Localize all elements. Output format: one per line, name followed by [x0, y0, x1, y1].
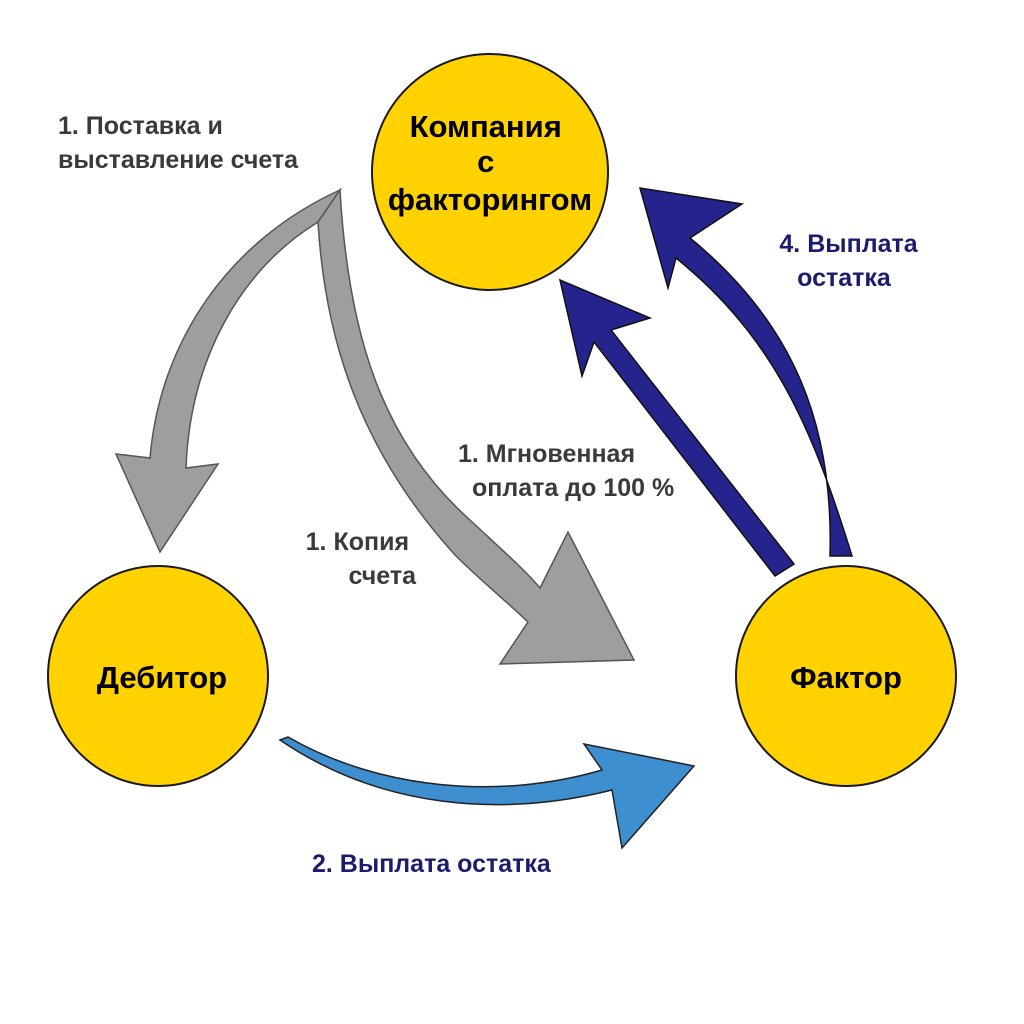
arrow-balance-to-company: [638, 187, 854, 557]
arrow-delivery-to-debtor: [114, 188, 343, 554]
label-instant-payment: 1. Мгновенная оплата до 100 %: [458, 440, 674, 502]
node-company-line-1: Компания: [410, 109, 562, 144]
node-factor-label: Фактор: [790, 660, 902, 695]
label-invoice-copy: 1. Копия счета: [306, 528, 417, 590]
node-company: Компания с факторингом: [371, 53, 609, 291]
label-balance-to-company: 4. Выплата остатка: [779, 230, 924, 292]
node-company-line-2: с: [477, 144, 494, 179]
label-delivery: 1. Поставка и выставление счета: [58, 112, 299, 174]
arrow-instant-payment: [558, 278, 796, 577]
arrow-balance-to-factor: [278, 736, 696, 850]
arrow-invoice-copy-to-factor: [317, 187, 636, 665]
node-factor: Фактор: [735, 565, 957, 787]
node-company-line-3: факторингом: [388, 182, 592, 217]
svg-text:Компания с фактори: Компания с факторингом: [388, 109, 592, 217]
node-debtor-label: Дебитор: [97, 660, 227, 695]
node-debtor: Дебитор: [47, 565, 269, 787]
label-balance-to-factor: 2. Выплата остатка: [312, 850, 552, 878]
